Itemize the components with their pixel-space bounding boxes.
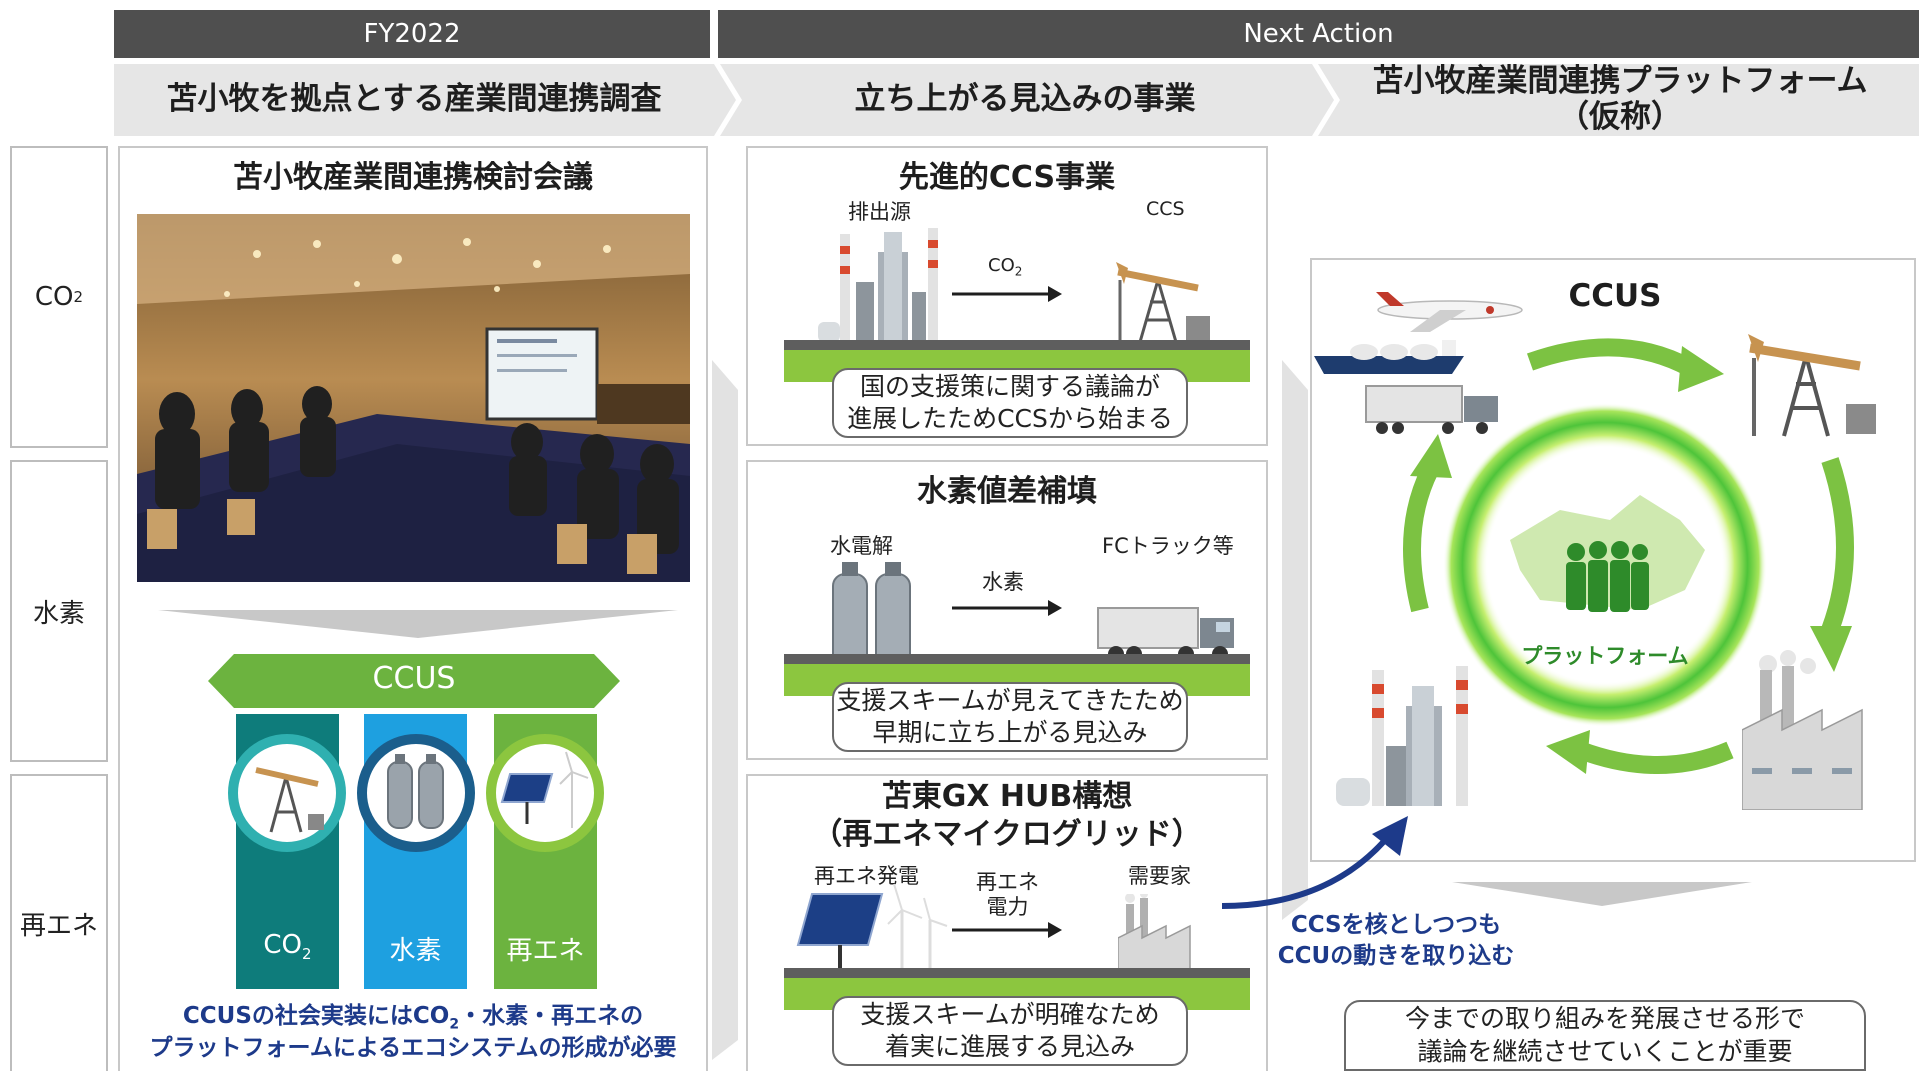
row-label-renewable: 再エネ	[10, 774, 108, 1071]
cycle-arrows	[1403, 338, 1854, 774]
right-consumer-factory-icon	[1742, 650, 1863, 810]
consumer-label: 需要家	[1128, 864, 1191, 888]
navy-curved-arrow	[1222, 816, 1408, 909]
row-label-hydrogen: 水素	[10, 460, 108, 762]
left-caption: CCUSの社会実装にはCO2・水素・再エネの プラットフォームによるエコシステム…	[118, 1002, 708, 1064]
ccs-panel-title: 先進的CCS事業	[898, 160, 1116, 195]
flow-separator-2	[1282, 360, 1308, 920]
consumer-factory-icon	[1118, 894, 1191, 974]
truck-icon	[1365, 385, 1498, 434]
right-note: 今までの取り組みを発展させる形で 議論を継続させていくことが重要	[1344, 1000, 1866, 1071]
left-caption-line2: プラットフォームによるエコシステムの形成が必要	[149, 1034, 677, 1061]
chevron-step1	[114, 64, 736, 136]
ccus-banner	[208, 654, 620, 708]
hydrogen-note: 支援スキームが見えてきたため 早期に立ち上がる見込み	[832, 682, 1188, 752]
fy2022-label: FY2022	[363, 19, 461, 49]
ccs-arrow-label: CO2	[988, 255, 1023, 279]
pillar-co2-label: CO2	[263, 930, 312, 964]
h2-flow-arrow	[952, 600, 1062, 616]
pumpjack-circle-icon	[228, 734, 346, 852]
flow-separator-1	[712, 360, 738, 1060]
hydrogen-arrow-label: 水素	[982, 570, 1024, 594]
ccs-core-caption: CCSを核としつつも CCUの動きを取り込む	[1277, 912, 1515, 970]
renewable-power-label: 再エネ発電	[814, 864, 919, 888]
h2-tanks-circle-icon	[357, 734, 475, 852]
right-factory-icon	[1336, 666, 1468, 806]
ccs-source-label: 排出源	[848, 200, 911, 224]
pillar-renewable-label: 再エネ	[506, 936, 585, 966]
platform-label: プラットフォーム	[1521, 644, 1689, 668]
ccs-flow-arrow	[952, 286, 1062, 302]
renewable-arrow-label: 再エネ 電力	[976, 870, 1039, 920]
ship-icon	[1314, 340, 1464, 374]
fc-truck-label: FCトラック等	[1102, 534, 1234, 558]
process-chevrons	[114, 64, 1919, 136]
ccus-platform-title: CCUS	[1568, 278, 1662, 314]
right-pumpjack-icon	[1748, 334, 1876, 437]
hydrogen-panel-title: 水素値差補填	[917, 474, 1097, 509]
electrolysis-label: 水電解	[830, 534, 893, 558]
ccus-banner-label: CCUS	[372, 661, 456, 696]
factory-icon	[818, 228, 938, 342]
next-action-header: Next Action	[718, 10, 1919, 58]
solar-wind-icon	[796, 883, 948, 978]
chevron-step3	[1318, 64, 1919, 136]
pillar-hydrogen-label: 水素	[389, 936, 442, 966]
solar-wind-circle-icon	[486, 734, 604, 852]
fy2022-header: FY2022	[114, 10, 710, 58]
next-action-label: Next Action	[1243, 19, 1394, 49]
ccs-dest-label: CCS	[1146, 198, 1185, 220]
left-caption-line1: CCUSの社会実装にはCO2・水素・再エネの	[182, 1003, 644, 1033]
gx-hub-panel-title: 苫東GX HUB構想 （再エネマイクログリッド）	[812, 779, 1202, 852]
gx-flow-arrow	[952, 922, 1062, 938]
down-arrow-right	[1452, 882, 1752, 906]
airplane-icon	[1376, 292, 1523, 332]
ccs-note: 国の支援策に関する議論が 進展したためCCSから始まる	[832, 368, 1188, 438]
step2-title: 立ち上がる見込みの事業	[854, 81, 1196, 118]
chevron-step2	[720, 64, 1334, 136]
conference-photo	[137, 214, 690, 582]
step3-title: 苫小牧産業間連携プラットフォーム （仮称）	[1372, 63, 1868, 135]
left-panel-title: 苫小牧産業間連携検討会議	[233, 160, 593, 195]
step1-title: 苫小牧を拠点とする産業間連携調査	[166, 81, 662, 118]
down-arrow-left	[158, 610, 678, 638]
people-group-icon	[1566, 541, 1649, 612]
h2-tanks-icon	[832, 562, 911, 668]
pumpjack-icon	[1116, 262, 1210, 343]
gx-note: 支援スキームが明確なため 着実に進展する見込み	[832, 996, 1188, 1066]
